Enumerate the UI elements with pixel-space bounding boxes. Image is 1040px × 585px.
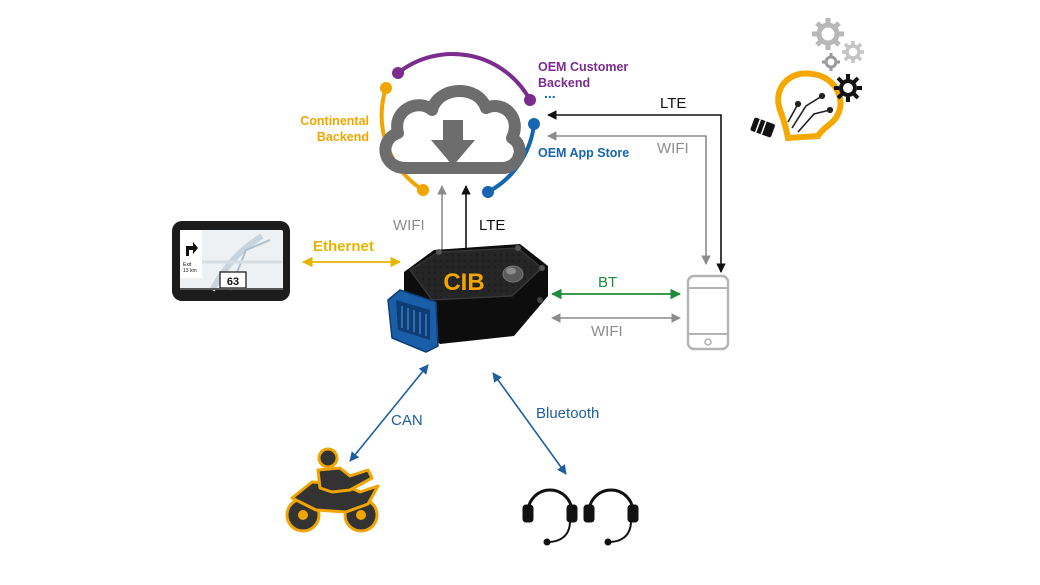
oem-customer-arc	[396, 52, 532, 101]
ring-node-orange-bottom	[417, 184, 429, 196]
cib-device-icon	[387, 244, 548, 353]
lte-top-label: LTE	[660, 95, 686, 112]
display-exit-text: Exit	[183, 262, 192, 268]
wifi-cloud-label: WIFI	[393, 217, 425, 234]
speed-display: 63	[227, 276, 239, 288]
oem-customer-label-line1: OEM Customer	[538, 60, 628, 74]
tft-display-icon: Exit 13 km 63	[172, 221, 290, 301]
wifi-link-phone	[547, 131, 711, 265]
wifi-top-label: WIFI	[657, 140, 689, 157]
wifi-phone-label: WIFI	[591, 323, 623, 340]
ring-node-purple-left	[392, 67, 404, 79]
cloud-download-icon	[379, 85, 526, 174]
display-distance-text: 13 km	[183, 268, 197, 274]
ethernet-label: Ethernet	[313, 238, 374, 255]
oem-app-store-label: OEM App Store	[538, 146, 629, 160]
lightbulb-icon	[750, 70, 844, 142]
can-link	[349, 364, 429, 462]
bt-label: BT	[598, 274, 617, 291]
ring-node-blue-top	[528, 118, 540, 130]
lte-cloud-label: LTE	[479, 217, 505, 234]
continental-label-line1: Continental	[300, 114, 369, 128]
ring-node-purple-right	[524, 94, 536, 106]
headset-icon	[522, 488, 578, 546]
smartphone-icon	[686, 274, 730, 351]
motorcycle-icon	[285, 447, 380, 533]
gear-icon	[812, 18, 864, 102]
oem-customer-dots: ...	[544, 85, 556, 101]
bluetooth-link	[492, 372, 567, 475]
lte-link-phone	[547, 110, 726, 273]
cib-label: CIB	[443, 269, 484, 296]
ring-node-orange-top	[380, 82, 392, 94]
continental-label-line2: Backend	[317, 130, 369, 144]
can-label: CAN	[391, 412, 423, 429]
ring-node-blue-bottom	[482, 186, 494, 198]
bluetooth-label: Bluetooth	[536, 405, 599, 422]
oem-customer-label-line2: Backend	[538, 76, 590, 90]
headset-icon-second	[583, 488, 639, 546]
